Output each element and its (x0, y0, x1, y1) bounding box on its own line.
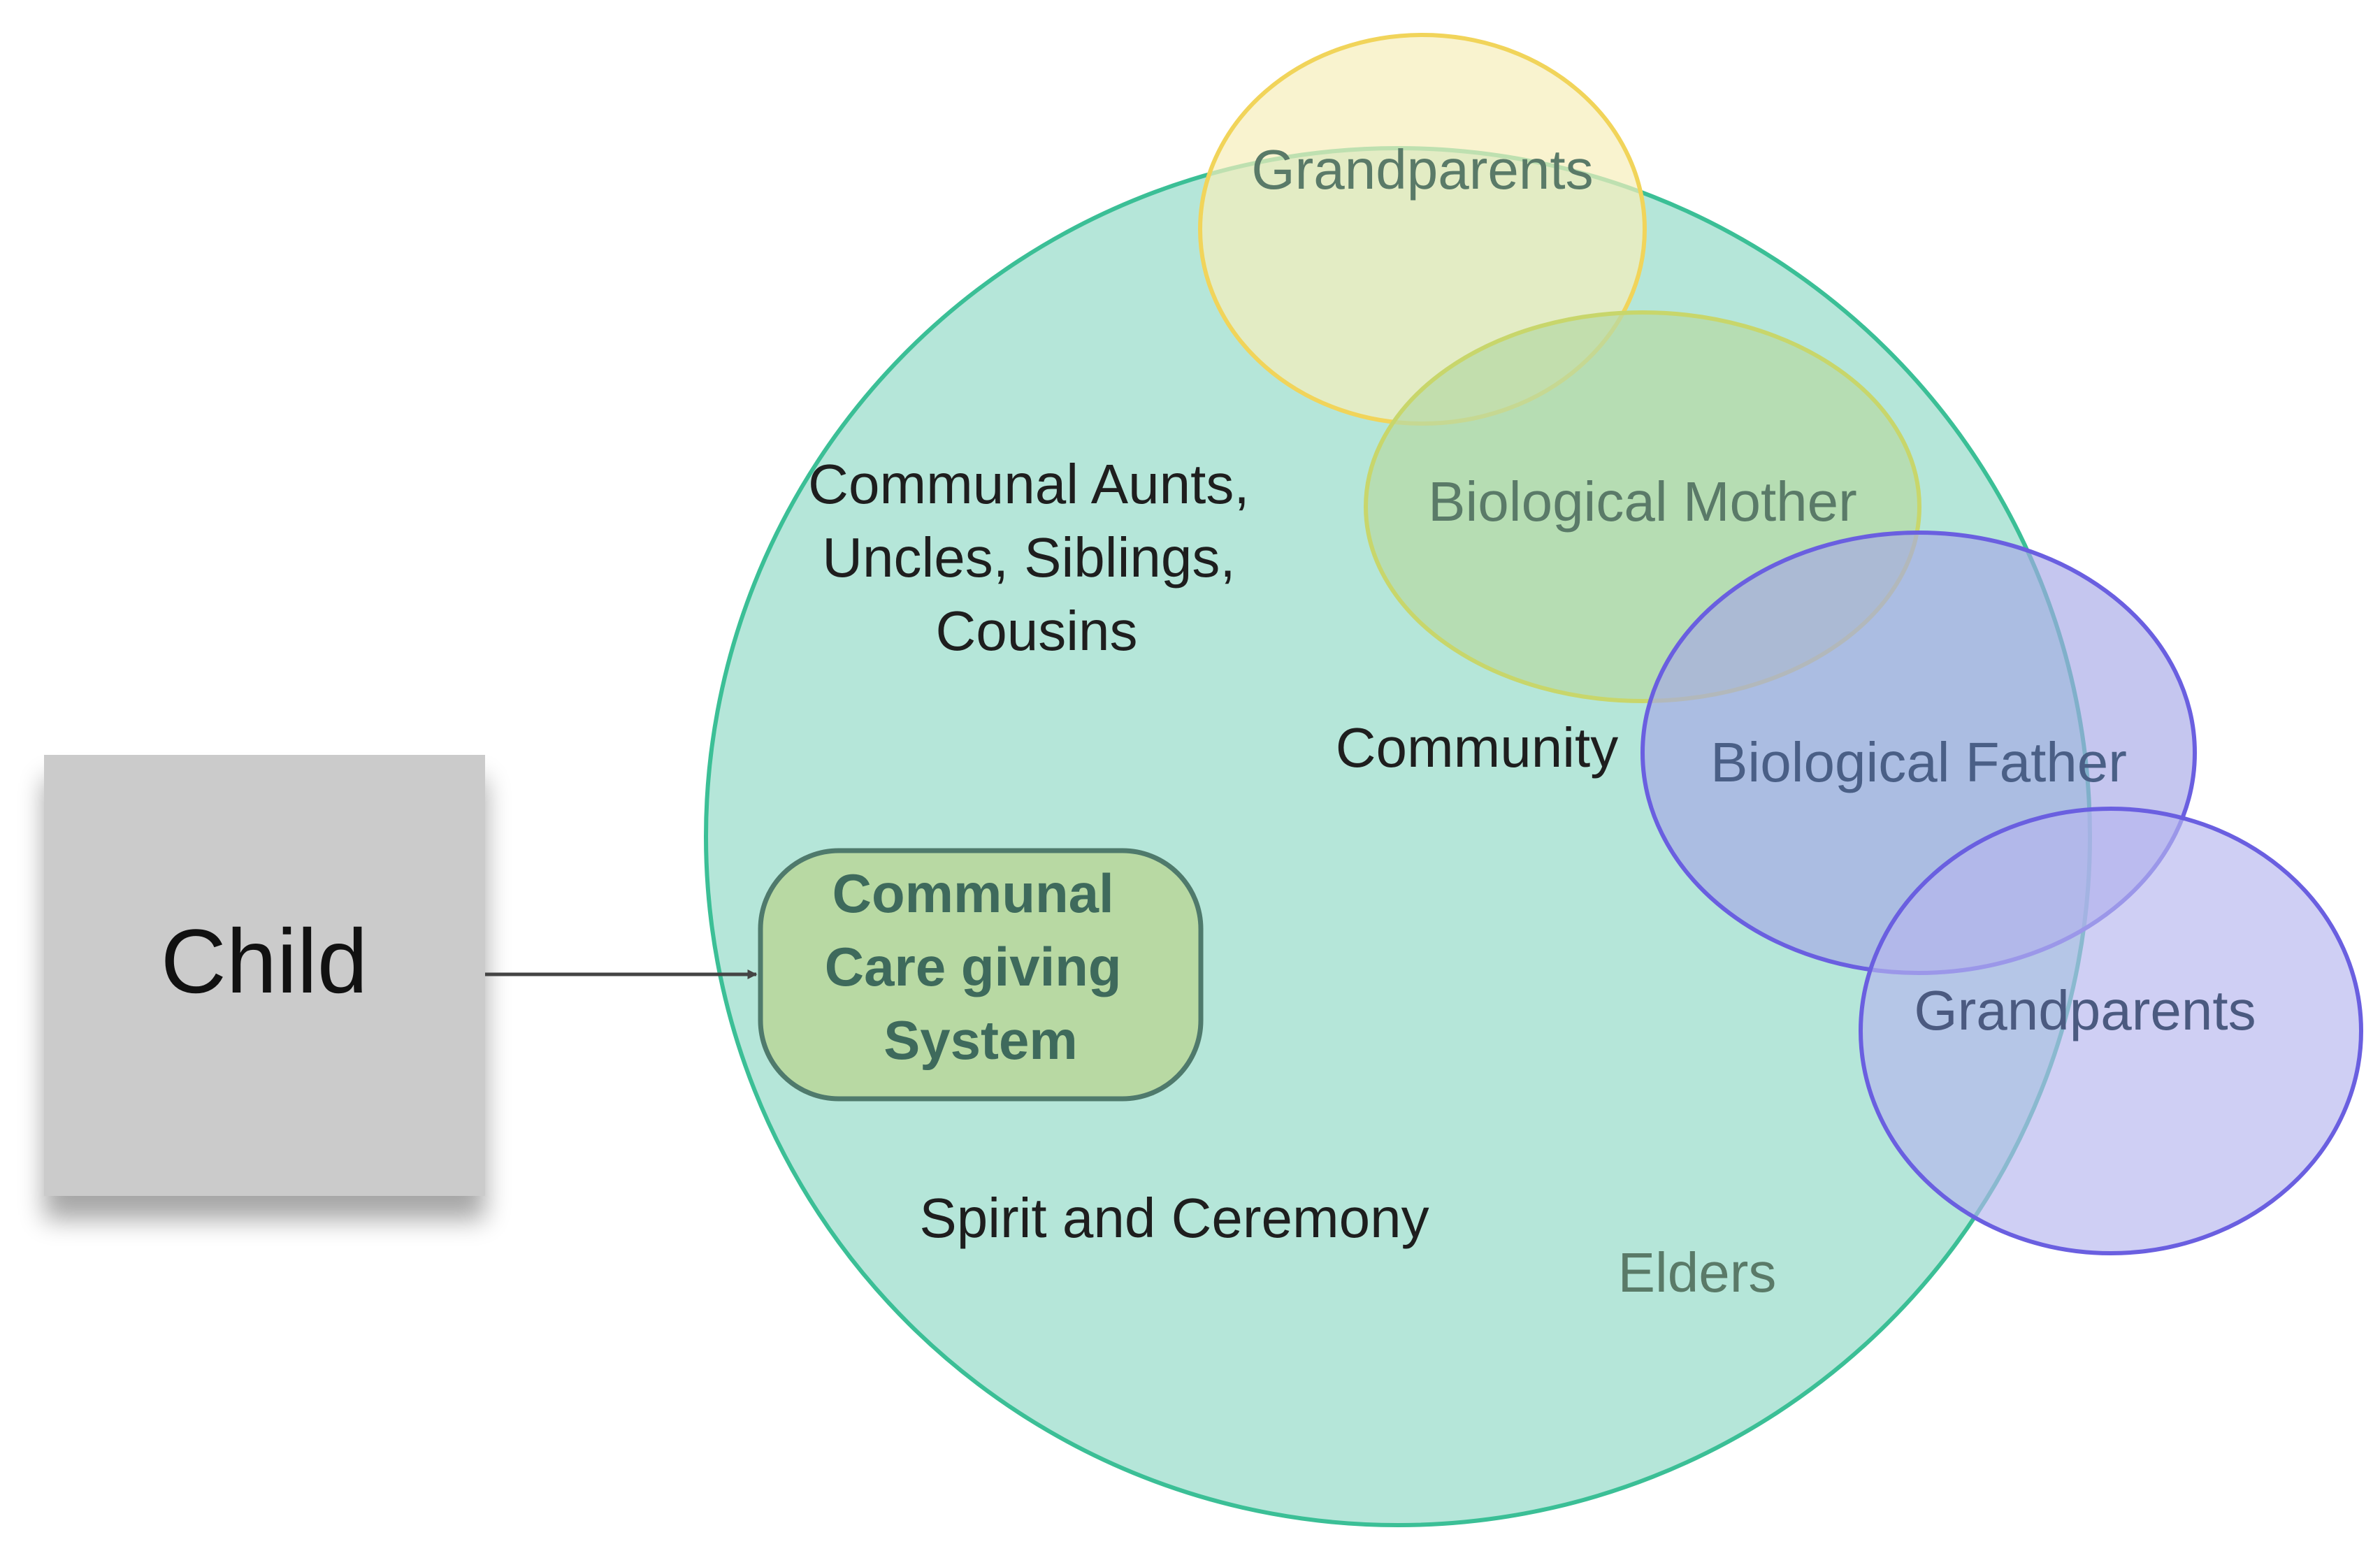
aunts-uncles-label: Communal Aunts, Uncles, Siblings, Cousin… (808, 453, 1265, 662)
aunts-uncles-line-1: Communal Aunts, (808, 453, 1249, 515)
paternal-grandparents-ellipse (1859, 807, 2363, 1255)
care-system-label: Communal Care giving System (825, 863, 1137, 1071)
care-system-box (758, 848, 1204, 1102)
spirit-ceremony-label: Spirit and Ceremony (919, 1187, 1429, 1249)
biological-father-label: Biological Father (1710, 731, 2127, 793)
paternal-grandparents-label: Grandparents (1914, 979, 2256, 1041)
child-label: Child (161, 910, 368, 1012)
maternal-grandparents-label: Grandparents (1251, 138, 1593, 201)
elders-label: Elders (1618, 1241, 1777, 1304)
care-system-line-1: Communal (832, 863, 1114, 924)
care-system-line-2: Care giving (825, 936, 1122, 997)
biological-mother-label: Biological Mother (1428, 470, 1857, 533)
child-box (44, 755, 485, 1196)
care-system-line-3: System (884, 1009, 1078, 1071)
community-label: Community (1336, 716, 1619, 779)
child-node (44, 755, 485, 1196)
aunts-uncles-line-3: Cousins (935, 600, 1137, 662)
aunts-uncles-line-2: Uncles, Siblings, (822, 526, 1235, 589)
